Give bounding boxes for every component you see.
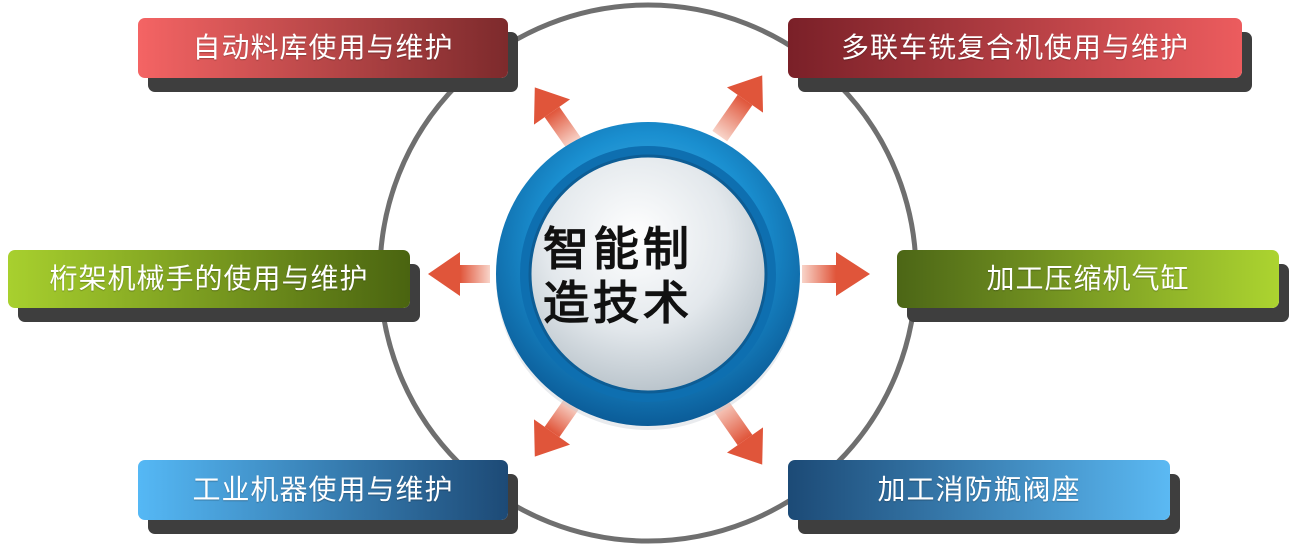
node-mid-left-label: 桁架机械手的使用与维护	[49, 262, 369, 295]
hub-inner-rim	[528, 154, 768, 394]
node-bottom-right: 加工消防瓶阀座	[788, 460, 1170, 520]
node-bottom-left-label: 工业机器使用与维护	[192, 473, 454, 506]
node-top-right-label: 多联车铣复合机使用与维护	[840, 31, 1189, 64]
hub-inner-disc	[530, 156, 766, 392]
arrow-top-right	[712, 75, 764, 142]
node-top-left-label: 自动料库使用与维护	[192, 31, 454, 64]
hub-title: 智能制 造技术	[528, 196, 708, 356]
node-bottom-right-label: 加工消防瓶阀座	[877, 473, 1081, 506]
hub-title-line-1: 智能制	[543, 221, 693, 276]
node-top-right: 多联车铣复合机使用与维护	[788, 18, 1242, 78]
arrow-top-left	[533, 87, 582, 149]
node-mid-right-label: 加工压缩机气缸	[986, 262, 1190, 295]
arrow-right	[802, 252, 870, 296]
hub-title-line-2: 造技术	[543, 276, 693, 330]
node-bottom-left: 工业机器使用与维护	[138, 460, 508, 520]
node-top-left: 自动料库使用与维护	[138, 18, 508, 78]
node-mid-left: 桁架机械手的使用与维护	[8, 250, 410, 308]
arrow-left	[428, 252, 490, 296]
arrow-bottom-left	[533, 398, 579, 457]
arrow-bottom-right	[712, 398, 764, 465]
node-mid-right: 加工压缩机气缸	[897, 250, 1279, 308]
